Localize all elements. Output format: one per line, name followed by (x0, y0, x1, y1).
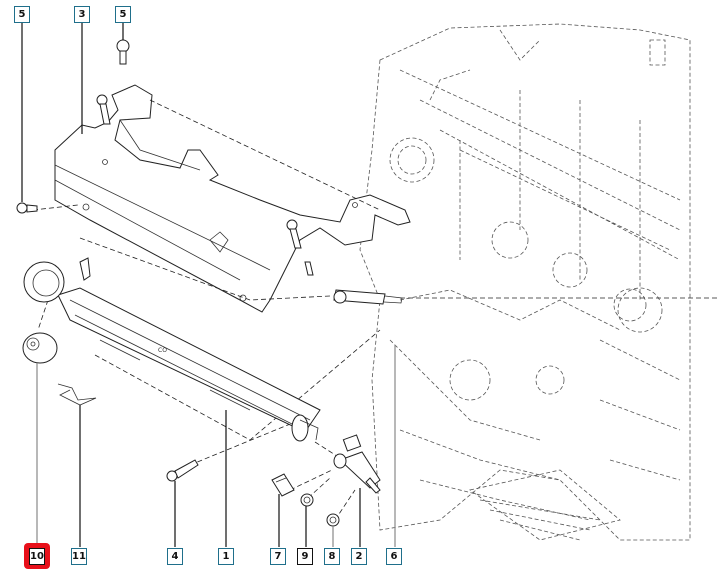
callout-4[interactable]: 4 (167, 548, 183, 565)
callout-11[interactable]: 11 (71, 548, 87, 565)
stud (333, 289, 403, 305)
svg-text:CO: CO (158, 347, 167, 354)
rail-bolt (166, 459, 199, 482)
callout-1[interactable]: 1 (218, 548, 234, 565)
callout-7[interactable]: 7 (270, 548, 286, 565)
cover-bolt-left (16, 202, 38, 214)
fuel-rail: CO (23, 257, 321, 442)
leader-lines (21, 22, 396, 547)
engine-block (359, 23, 691, 541)
callout-3[interactable]: 3 (74, 6, 90, 23)
callout-6[interactable]: 6 (386, 548, 402, 565)
seal-ring-lower (326, 513, 340, 527)
injector (333, 434, 381, 494)
callout-8[interactable]: 8 (324, 548, 340, 565)
callout-9[interactable]: 9 (297, 548, 313, 565)
cover-bolt-top (116, 39, 130, 65)
injector-cover (54, 84, 411, 313)
rail-cap (22, 332, 58, 364)
callout-10[interactable]: 10 (29, 548, 45, 565)
injector-clip (271, 473, 295, 497)
retaining-clip (57, 383, 97, 406)
seal-ring-upper (300, 493, 314, 507)
callout-2[interactable]: 2 (351, 548, 367, 565)
callout-5-left[interactable]: 5 (14, 6, 30, 23)
callout-5-top[interactable]: 5 (115, 6, 131, 23)
